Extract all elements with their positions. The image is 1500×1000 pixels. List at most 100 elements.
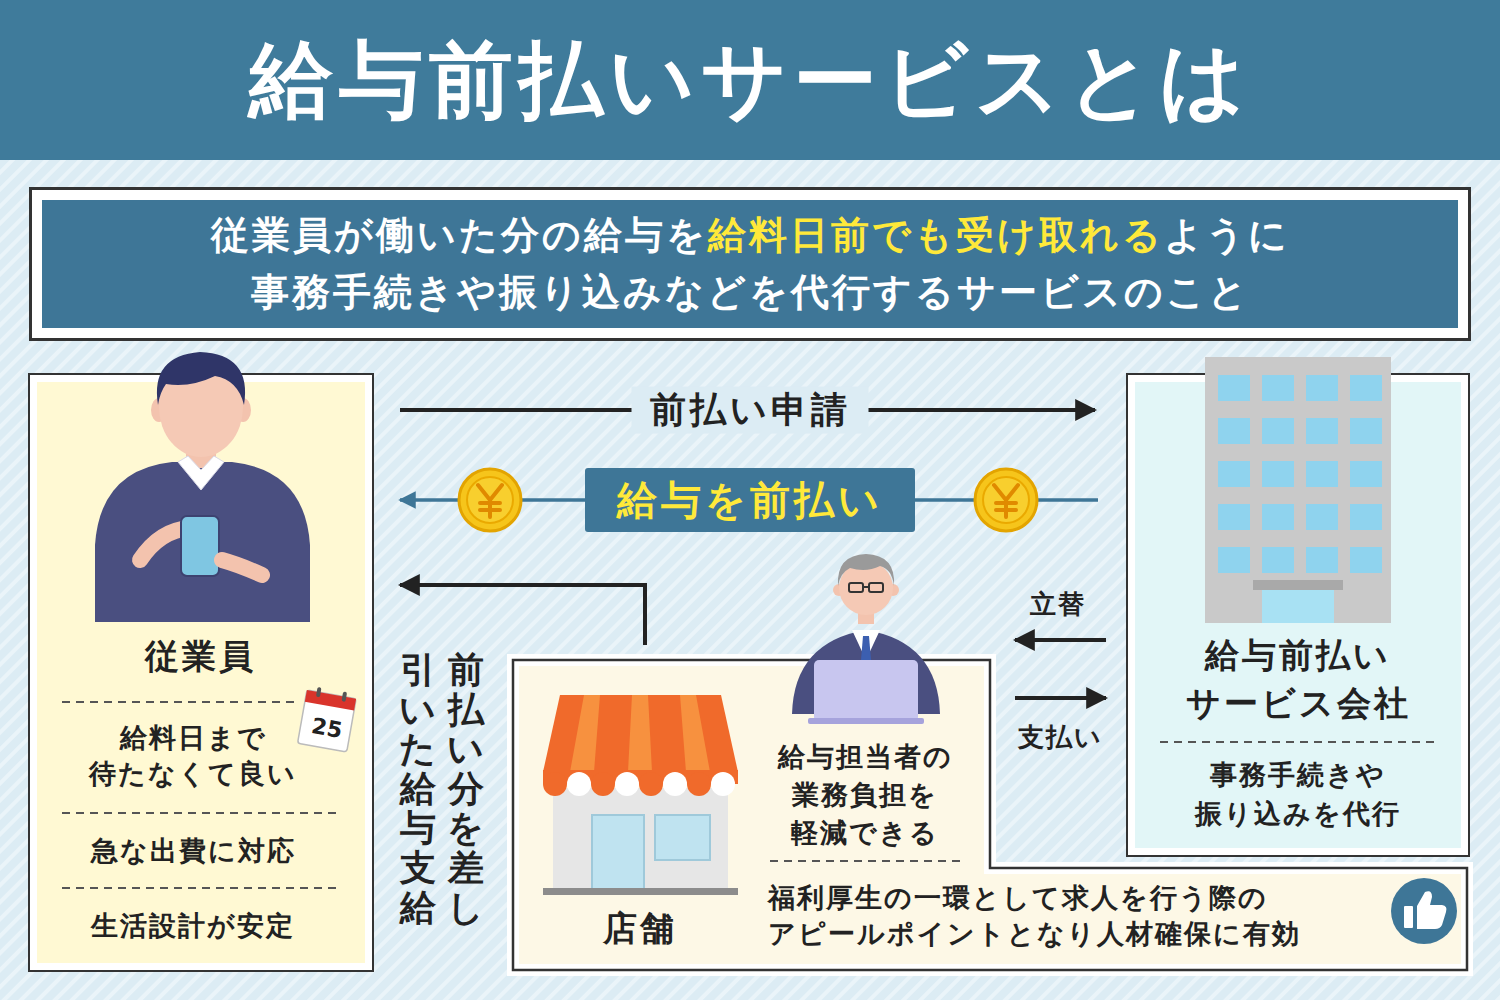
- clerk-figure: [838, 554, 894, 586]
- benefit-text: 給与担当者の 業務負担を 軽減できる: [760, 738, 970, 851]
- flow-arrow: [1015, 696, 1106, 700]
- store-building: [570, 695, 710, 772]
- calendar-icon: [305, 690, 356, 711]
- store-building: [543, 772, 735, 796]
- office-building: [1262, 461, 1294, 487]
- calendar-icon: [298, 685, 357, 752]
- store-building: [615, 772, 639, 796]
- arrow-label: 支払い: [1014, 721, 1107, 755]
- calendar-icon: [341, 691, 347, 702]
- office-building: [1218, 418, 1250, 444]
- summary-text: 事務手続きや振り込みなどを代行するサービスのこと: [42, 264, 1458, 321]
- yen-coin: [994, 485, 1018, 517]
- yen-coin: [467, 477, 513, 523]
- arrow-label-vertical: 前払い分を差し引いた給与支給: [400, 650, 484, 934]
- store-building: [543, 772, 567, 796]
- company-panel: 給与前払い サービス会社事務手続きや 振り込みを代行: [1128, 375, 1468, 855]
- office-building: [1218, 504, 1250, 530]
- arrow-label: 立替: [1026, 588, 1090, 622]
- benefit-text: 生活設計が安定: [43, 908, 343, 943]
- separator-lines: [62, 887, 340, 889]
- thumbs-up-icon: [1404, 906, 1413, 928]
- separator-line: [1160, 741, 1440, 743]
- yen-coin: [983, 477, 1029, 523]
- yen-coin: [459, 469, 521, 531]
- office-building: [1205, 357, 1391, 623]
- store-building: [663, 772, 687, 796]
- clerk-figure: [792, 554, 940, 724]
- person-figure: [186, 438, 216, 468]
- person-figure: [95, 462, 310, 622]
- office-building: [1262, 504, 1294, 530]
- arrow-label: 前払い申請: [632, 387, 869, 434]
- person-figure: [222, 560, 262, 575]
- thumbs-up-icon: [1417, 891, 1447, 929]
- office-building: [1262, 375, 1294, 401]
- office-building: [1350, 504, 1382, 530]
- clerk-figure: [861, 636, 871, 666]
- title-band: 給与前払いサービスとは: [0, 0, 1500, 160]
- person-figure: [140, 528, 190, 560]
- clerk-figure: [833, 584, 845, 596]
- clerk-figure: [858, 608, 874, 624]
- person-figure: [157, 352, 245, 405]
- store-building: [543, 888, 738, 895]
- title: 給与前払いサービスとは: [0, 0, 1500, 160]
- employee-panel: 従業員給料日まで 待たなくて良い急な出費に対応生活設計が安定: [30, 375, 372, 970]
- calendar-icon: [298, 690, 357, 752]
- clerk-figure: [863, 586, 869, 588]
- clerk-figure: [852, 630, 880, 660]
- office-building: [1306, 547, 1338, 573]
- node-heading: 給与前払い サービス会社: [1148, 632, 1448, 727]
- flow-arrow: [400, 585, 645, 645]
- calendar-date: 25: [310, 713, 345, 743]
- office-building: [1350, 375, 1382, 401]
- yen-coin: [459, 469, 521, 531]
- store-panel-outline: [513, 660, 1467, 970]
- person-figure: [235, 398, 251, 422]
- store-building: [687, 772, 711, 796]
- person-figure: [159, 357, 243, 457]
- person-figure: [95, 352, 310, 622]
- store-building: [543, 695, 738, 772]
- office-building: [1218, 375, 1250, 401]
- clerk-figure: [808, 718, 924, 724]
- store-building: [543, 695, 738, 895]
- store-building: [543, 770, 738, 784]
- separator-lines: [62, 701, 300, 703]
- yen-coin: [975, 469, 1037, 531]
- office-building: [1306, 504, 1338, 530]
- store-building: [639, 772, 663, 796]
- store-building: [592, 815, 644, 890]
- flow-arrow: [1015, 638, 1106, 642]
- office-building: [1262, 418, 1294, 444]
- thumbs-up-icon: [1391, 878, 1457, 944]
- node-heading: 従業員: [50, 634, 350, 678]
- clerk-figure: [887, 584, 899, 596]
- clerk-figure: [839, 561, 893, 615]
- separator-line: [770, 860, 962, 862]
- store-panel-outline: [513, 660, 1467, 970]
- benefit-text: 事務手続きや 振り込みを代行: [1153, 755, 1443, 833]
- benefit-text: 福利厚生の一環として求人を行う際の アピールポイントとなり人材確保に有効: [768, 880, 1388, 953]
- store-building: [655, 815, 710, 860]
- clerk-figure: [849, 583, 863, 592]
- summary-text: 従業員が働いた分の給与を: [211, 213, 708, 257]
- office-building: [1306, 418, 1338, 444]
- office-building: [1205, 357, 1391, 623]
- office-building: [1350, 418, 1382, 444]
- benefit-text: 急な出費に対応: [43, 833, 343, 868]
- store-panel-fill: [520, 667, 1460, 963]
- office-building: [1262, 547, 1294, 573]
- summary-text: ように: [1164, 213, 1290, 257]
- clerk-figure: [814, 660, 918, 722]
- yen-coin: [975, 469, 1037, 531]
- store-building: [591, 772, 615, 796]
- benefit-text: 給料日まで 待たなくて良い: [78, 720, 308, 793]
- office-building: [1262, 590, 1334, 623]
- person-figure: [181, 516, 219, 576]
- store-building: [711, 772, 735, 796]
- person-figure: [151, 398, 167, 422]
- clerk-figure: [869, 583, 883, 592]
